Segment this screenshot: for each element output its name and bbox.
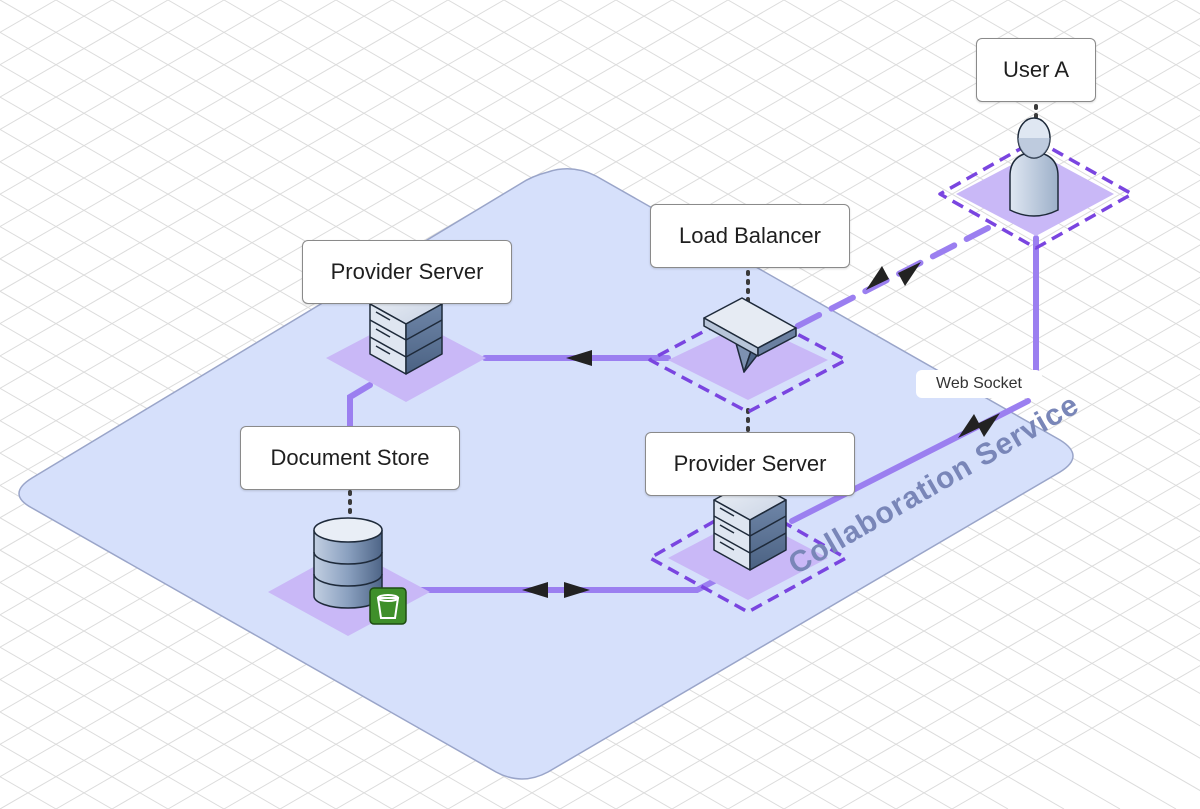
database-icon [313,517,383,609]
grid-line [727,0,1200,274]
grid-line [0,0,561,325]
grid-line [783,0,1200,241]
label-leaders [348,104,1038,514]
user-icon [1009,117,1059,217]
pad-load-balancer-frame [648,306,848,414]
arrowhead-lb-to-provider-top [566,350,592,366]
grid-line [783,568,1200,809]
grid-line [951,0,1200,144]
provider-server-top-label[interactable]: Provider Server [302,240,512,304]
web-socket-label[interactable]: Web Socket [916,370,1042,398]
grid-line [615,0,1200,339]
grid-line [0,0,785,454]
grid-line [1119,0,1200,47]
arrowheads [522,262,1000,598]
load-balancer-label[interactable]: Load Balancer [650,204,850,268]
grid-line [503,406,1200,809]
grid-line [839,600,1200,809]
grid-line [0,646,281,809]
grid-line [0,581,393,809]
connector-provider-top-to-document-store [347,382,373,433]
grid-line [0,743,113,809]
arrowhead-websocket-down [958,414,981,438]
grid-line [0,0,281,163]
grid-line [1063,0,1200,80]
grid-line [0,549,449,809]
grid-line [895,0,1200,177]
provider-server-bottom-label[interactable]: Provider Server [645,432,855,496]
arrowhead-lb-user-down [866,266,889,290]
grid-line [671,503,1200,809]
user-a-label[interactable]: User A [976,38,1096,102]
grid-line [839,0,1200,209]
grid-line [0,0,617,357]
grid-line [0,0,841,486]
pad-user-frame [938,138,1134,250]
grid-line [615,470,1200,809]
arrowhead-lb-user-up [898,262,921,286]
grid-line [1175,0,1200,15]
grid-line [559,438,1200,809]
grid-line [951,665,1200,809]
grid-line [727,535,1200,809]
load-balancer-icon [703,297,797,373]
grid-line [0,0,449,260]
arrowhead-store-right [564,582,590,598]
grid-line [0,0,337,195]
arrowhead-websocket-up [977,413,1000,437]
document-store-label[interactable]: Document Store [240,426,460,490]
grid-line [0,614,337,809]
grid-line [503,0,1200,403]
arrowhead-store-left [522,582,548,598]
grid-line [895,632,1200,809]
grid-line [671,0,1200,306]
grid-line [0,0,729,422]
grid-line [0,0,505,292]
bucket-icon [369,587,407,625]
grid-line [0,517,505,809]
grid-line [559,0,1200,371]
grid-line [0,0,113,66]
collaboration-service-region [18,168,1074,780]
grid-line [0,0,393,228]
grid-line [0,0,673,389]
